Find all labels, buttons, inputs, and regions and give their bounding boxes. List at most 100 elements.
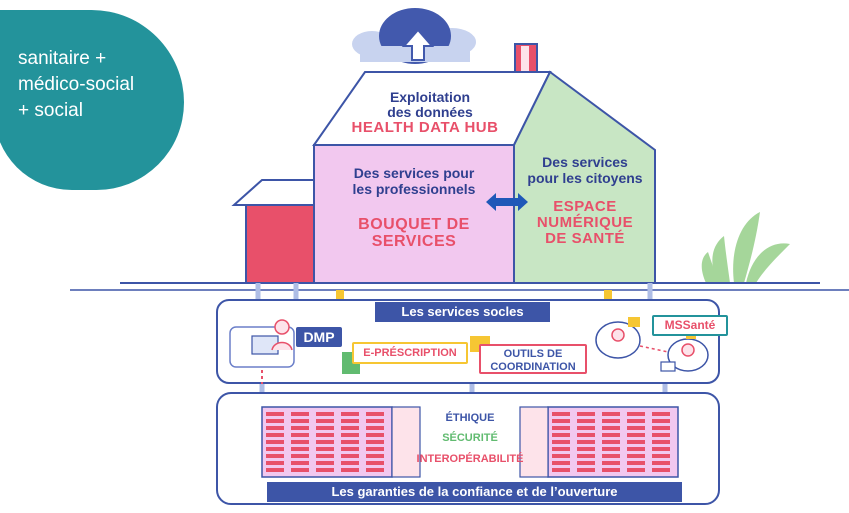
server-slot xyxy=(577,412,595,416)
garanties-title: Les garanties de la confiance et de l’ou… xyxy=(267,482,682,502)
server-slot xyxy=(627,412,645,416)
server-slot xyxy=(266,468,284,472)
server-slot xyxy=(366,447,384,451)
server-slot xyxy=(577,447,595,451)
server-slot xyxy=(577,433,595,437)
upload-arrow-icon xyxy=(401,28,435,61)
roof-line1: Exploitation xyxy=(389,89,471,105)
ens-title-1: ESPACE xyxy=(553,198,617,215)
server-slot xyxy=(341,454,359,458)
server-slot xyxy=(316,440,334,444)
server-slot xyxy=(341,461,359,465)
server-slot xyxy=(291,447,309,451)
server-slot xyxy=(602,461,620,465)
server-slot xyxy=(652,461,670,465)
services-socles-title: Les services socles xyxy=(375,302,550,322)
server-slot xyxy=(341,419,359,423)
server-slot xyxy=(316,433,334,437)
server-slot xyxy=(602,454,620,458)
server-slot xyxy=(366,412,384,416)
sector-bubble xyxy=(0,10,184,190)
server-slot xyxy=(366,440,384,444)
ethique-label: ÉTHIQUE xyxy=(445,412,495,424)
server-slot xyxy=(602,412,620,416)
server-slot xyxy=(341,433,359,437)
server-slot xyxy=(316,412,334,416)
dmp-user-icon xyxy=(229,319,295,384)
server-slot xyxy=(291,454,309,458)
roof-line2: des données xyxy=(387,104,473,120)
outils-line2: COORDINATION xyxy=(490,361,576,373)
server-slot xyxy=(266,426,284,430)
server-slot xyxy=(366,433,384,437)
mssante-label: MSSanté xyxy=(652,315,728,336)
server-slot xyxy=(316,468,334,472)
pro-line1: Des services pour xyxy=(353,165,475,181)
interoperabilite-label: INTEROPÉRABILITÉ xyxy=(416,453,524,465)
messaging-users-icon xyxy=(595,317,709,372)
sector-bubble-text: sanitaire + médico-social + social xyxy=(18,48,135,121)
server-slot xyxy=(552,447,570,451)
server-slot xyxy=(627,454,645,458)
plant-icon xyxy=(701,212,790,283)
server-slot xyxy=(602,419,620,423)
server-slot xyxy=(316,461,334,465)
server-slot xyxy=(577,419,595,423)
ens-title-3: DE SANTÉ xyxy=(545,230,625,247)
annex-wall xyxy=(245,204,317,284)
server-slot xyxy=(266,461,284,465)
server-slot xyxy=(366,454,384,458)
citizen-line1: Des services xyxy=(542,154,628,170)
server-slot xyxy=(577,440,595,444)
server-slot xyxy=(577,461,595,465)
securite-label: SÉCURITÉ xyxy=(442,432,498,444)
server-slot xyxy=(366,461,384,465)
server-slot xyxy=(577,426,595,430)
server-slot xyxy=(652,412,670,416)
server-slot xyxy=(341,440,359,444)
server-slot xyxy=(552,412,570,416)
server-slot xyxy=(552,419,570,423)
server-slot xyxy=(652,426,670,430)
server-slot xyxy=(316,447,334,451)
server-slot xyxy=(602,433,620,437)
server-slot xyxy=(291,419,309,423)
server-slot xyxy=(316,454,334,458)
server-slot xyxy=(627,433,645,437)
server-slot xyxy=(341,426,359,430)
server-slot xyxy=(652,468,670,472)
server-slot xyxy=(552,468,570,472)
outils-line1: OUTILS DE xyxy=(503,348,563,360)
server-slot xyxy=(266,440,284,444)
outils-coordination-box: OUTILS DE COORDINATION xyxy=(479,344,587,374)
server-slot xyxy=(366,426,384,430)
server-slot xyxy=(652,419,670,423)
server-slot xyxy=(627,461,645,465)
citizen-line2: pour les citoyens xyxy=(527,170,643,186)
server-slot xyxy=(627,419,645,423)
e-prescription-label: E-PRÉSCRIPTION xyxy=(352,342,468,364)
bouquet-title-1: BOUQUET DE xyxy=(358,216,470,233)
pro-line2: les professionnels xyxy=(352,181,476,197)
server-slot xyxy=(652,454,670,458)
server-slot xyxy=(652,440,670,444)
server-slot xyxy=(602,440,620,444)
server-slot xyxy=(652,447,670,451)
server-slot xyxy=(366,419,384,423)
server-slot xyxy=(627,440,645,444)
server-slot xyxy=(291,468,309,472)
server-slot xyxy=(627,468,645,472)
ens-title-2: NUMÉRIQUE xyxy=(536,214,634,231)
health-data-hub-label: HEALTH DATA HUB xyxy=(351,119,499,136)
annex-roof xyxy=(231,179,319,206)
server-slot xyxy=(291,440,309,444)
server-slot xyxy=(341,412,359,416)
server-slot xyxy=(291,433,309,437)
double-arrow-icon xyxy=(486,193,528,211)
server-slot xyxy=(627,447,645,451)
server-slot xyxy=(602,426,620,430)
server-slot xyxy=(316,419,334,423)
server-slot xyxy=(602,468,620,472)
server-slot xyxy=(341,468,359,472)
